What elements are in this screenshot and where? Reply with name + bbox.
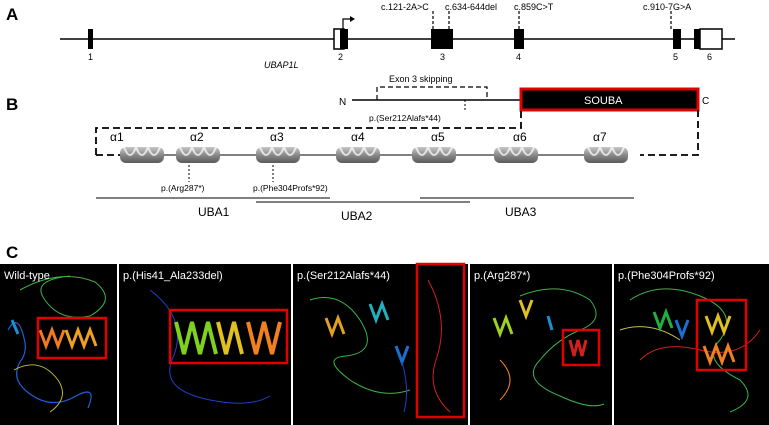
exon-number: 5 bbox=[673, 52, 678, 62]
c-terminus: C bbox=[702, 96, 709, 107]
variant-label: c.910-7G>A bbox=[643, 2, 691, 12]
helix-alpha4 bbox=[335, 146, 381, 164]
helix-alpha6 bbox=[493, 146, 539, 164]
panel-a-letter: A bbox=[6, 5, 18, 24]
exon-number: 2 bbox=[338, 52, 343, 62]
frameshift-label: p.(Ser212Alafs*44) bbox=[369, 113, 441, 123]
skipping-bracket bbox=[376, 86, 488, 100]
panel-c-letter: C bbox=[6, 243, 18, 262]
exon-number: 1 bbox=[88, 52, 93, 62]
uba3-label: UBA3 bbox=[505, 205, 537, 219]
skipping-label: Exon 3 skipping bbox=[389, 74, 453, 84]
exon-2-coding bbox=[340, 29, 348, 49]
zoom-right-line bbox=[640, 110, 699, 156]
structure-panel-ser212: p.(Ser212Alafs*44) bbox=[293, 262, 468, 425]
zoom-left-line bbox=[95, 110, 522, 155]
panel-b-letter: B bbox=[6, 95, 18, 114]
structure-panel-wildtype: Wild-type bbox=[0, 264, 117, 425]
exon-number: 6 bbox=[707, 52, 712, 62]
structure-panel-phe304: p.(Phe304Profs*92) bbox=[614, 264, 769, 425]
n-terminus: N bbox=[339, 97, 346, 108]
uba1-label: UBA1 bbox=[198, 205, 230, 219]
variant-label: c.859C>T bbox=[514, 2, 554, 12]
mutation-label: p.(Arg287*) bbox=[161, 183, 205, 193]
structure-panel-arg287: p.(Arg287*) bbox=[470, 264, 612, 425]
exon-number: 4 bbox=[516, 52, 521, 62]
helix-label: α5 bbox=[431, 130, 445, 144]
helix-alpha1 bbox=[119, 146, 165, 164]
gene-name: UBAP1L bbox=[264, 60, 299, 70]
helix-alpha2 bbox=[175, 146, 221, 164]
variant-label: c.634-644del bbox=[445, 2, 497, 12]
structure-title: Wild-type bbox=[4, 270, 50, 282]
exon-number: 3 bbox=[440, 52, 445, 62]
helix-label: α3 bbox=[270, 130, 284, 144]
structure-title: p.(Ser212Alafs*44) bbox=[297, 270, 390, 282]
mutation-label: p.(Phe304Profs*92) bbox=[253, 183, 328, 193]
exon-4 bbox=[514, 29, 524, 49]
exon-6-coding bbox=[694, 29, 702, 49]
helix-label: α6 bbox=[513, 130, 527, 144]
tss-arrow bbox=[342, 18, 352, 29]
souba-domain bbox=[519, 87, 700, 112]
structure-title: p.(Phe304Profs*92) bbox=[618, 270, 715, 282]
structure-title: p.(His41_Ala233del) bbox=[123, 270, 223, 282]
souba-label: SOUBA bbox=[584, 95, 623, 107]
exon-6-utr bbox=[699, 28, 723, 50]
helix-alpha5 bbox=[411, 146, 457, 164]
helix-label: α1 bbox=[110, 130, 124, 144]
structure-title: p.(Arg287*) bbox=[474, 270, 530, 282]
exon-5 bbox=[673, 29, 681, 49]
uba2-label: UBA2 bbox=[341, 209, 373, 223]
helix-alpha7 bbox=[583, 146, 629, 164]
helix-label: α7 bbox=[593, 130, 607, 144]
helix-label: α2 bbox=[190, 130, 204, 144]
exon-1 bbox=[88, 29, 93, 49]
helix-alpha3 bbox=[255, 146, 301, 164]
exon-3 bbox=[431, 29, 453, 49]
helix-label: α4 bbox=[351, 130, 365, 144]
tss-arrowhead bbox=[350, 16, 355, 22]
structure-panel-his41: p.(His41_Ala233del) bbox=[119, 264, 291, 425]
variant-label: c.121-2A>C bbox=[381, 2, 429, 12]
